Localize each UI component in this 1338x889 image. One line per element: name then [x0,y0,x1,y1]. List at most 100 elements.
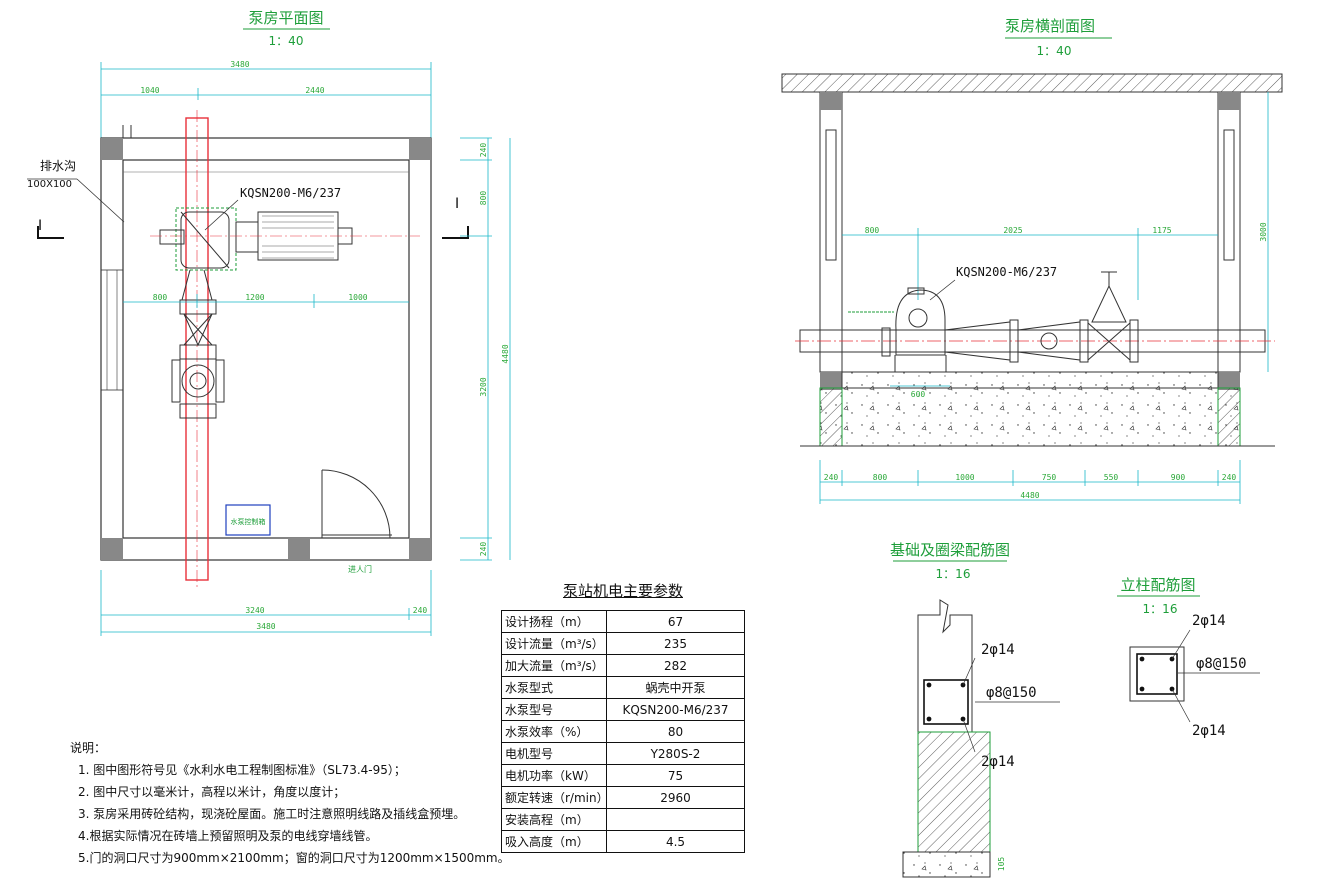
roof-slab [781,73,1283,93]
plan-dim-right-total: 4480 [501,344,510,363]
column-rebar-bot: 2φ14 [1192,723,1226,739]
section-scale: 1：40 [1037,44,1072,58]
param-value [606,808,745,831]
param-key: 水泵效率（%） [501,720,607,743]
section-bottom-dimensions [819,460,1241,504]
param-key: 安装高程（m） [501,808,607,831]
param-value: 235 [606,632,745,655]
plan-title: 泵房平面图 [248,9,323,27]
plan-dim-mid-800: 800 [153,293,168,302]
param-key: 设计流量（m³/s） [501,632,607,655]
param-key: 设计扬程（m） [501,610,607,633]
plan-door [321,469,392,539]
beam-scale: 1：16 [936,567,971,581]
section-dim-1175: 1175 [1152,226,1171,235]
plan-dim-right-3200: 3200 [479,377,488,396]
plan-dim-right-240-bot: 240 [479,542,488,557]
beam-stirrup: φ8@150 [986,685,1037,701]
note-item: 2. 图中尺寸以毫米计，高程以米计，角度以度计； [78,785,346,799]
note-item: 5.门的洞口尺寸为900mm×2100mm；窗的洞口尺寸为1200mm×1500… [78,851,510,865]
plan-valve-assembly [171,269,225,419]
section-dim-b-total: 4480 [1020,491,1039,500]
param-value: Y280S-2 [606,742,745,765]
section-mark-right: I [455,196,459,212]
plan-right-dimensions [460,137,492,561]
drain-label: 排水沟 [40,159,76,173]
plan-dim-bottom-total: 3480 [256,622,275,631]
param-value: 2960 [606,786,745,809]
beam-detail: 基础及圈梁配筋图 1：16 2φ14 φ8@150 2φ14 105 [890,541,1060,878]
param-key: 吸入高度（m） [501,830,607,853]
param-value: KQSN200-M6/237 [606,698,745,721]
plan-dim-right-800: 800 [479,191,488,206]
plan-window [100,269,124,391]
plan-dim-top-right: 2440 [305,86,324,95]
param-key: 水泵型式 [501,676,607,699]
section-dim-b-750: 750 [1042,473,1057,482]
section-beam-left [820,92,842,110]
plan-walls [100,137,432,561]
section-view: 泵房横剖面图 1：40 800 2025 1175 3000 [781,17,1283,504]
plan-dim-top-total: 3480 [230,60,249,69]
params-table: 设计扬程（m）67 设计流量（m³/s）235 加大流量（m³/s）282 水泵… [501,610,745,853]
note-item: 4.根据实际情况在砖墙上预留照明及泵的电线穿墙线管。 [78,829,378,843]
plan-dim-bottom-left: 3240 [245,606,264,615]
section-dim-b-550: 550 [1104,473,1119,482]
table-row: 水泵型式蜗壳中开泵 [501,676,745,699]
note-item: 3. 泵房采用砖砼结构，现浇砼屋面。施工时注意照明线路及插线盒预埋。 [78,807,466,821]
plan-corner-columns [101,138,431,560]
table-row: 额定转速（r/min）2960 [501,786,745,809]
section-beam-right [1218,92,1240,110]
control-box [225,504,271,536]
section-dim-b-240a: 240 [824,473,839,482]
column-rebar-top: 2φ14 [1192,613,1226,629]
section-dim-600: 600 [911,390,926,399]
param-value: 4.5 [606,830,745,853]
param-key: 水泵型号 [501,698,607,721]
column-title: 立柱配筋图 [1120,576,1195,594]
param-value: 282 [606,654,745,677]
drain-size: 100X100 [27,179,72,190]
plan-dim-top-left: 1040 [140,86,159,95]
control-box-label: 水泵控制箱 [231,517,266,526]
column-scale: 1：16 [1143,602,1178,616]
plan-dim-bottom-right: 240 [413,606,428,615]
section-dim-2025: 2025 [1003,226,1022,235]
table-row: 吸入高度（m）4.5 [501,830,745,853]
plan-dim-right-240-top: 240 [479,143,488,158]
notes-heading: 说明： [70,741,107,755]
plan-scale: 1：40 [269,34,304,48]
beam-wall-section [917,731,991,853]
note-item: 1. 图中图形符号见《水利水电工程制图标准》（SL73.4-95）； [78,763,406,777]
column-detail: 立柱配筋图 1：16 2φ14 φ8@150 2φ14 [1117,576,1260,739]
section-foundation [819,387,1241,447]
plan-pump [159,207,353,271]
section-title: 泵房横剖面图 [1005,17,1095,35]
param-key: 电机型号 [501,742,607,765]
beam-dim-105: 105 [997,857,1006,872]
beam-rebar-bot: 2φ14 [981,754,1015,770]
table-row: 加大流量（m³/s）282 [501,654,745,677]
param-value: 蜗壳中开泵 [606,676,745,699]
param-key: 电机功率（kW） [501,764,607,787]
section-dim-b-240b: 240 [1222,473,1237,482]
table-row: 水泵效率（%）80 [501,720,745,743]
param-value: 75 [606,764,745,787]
door-label: 进人门 [348,564,372,574]
beam-rebar-top: 2φ14 [981,642,1015,658]
beam-title: 基础及圈梁配筋图 [890,541,1010,559]
column-stirrup: φ8@150 [1196,656,1247,672]
table-row: 电机功率（kW）75 [501,764,745,787]
table-row: 设计扬程（m）67 [501,610,745,633]
plan-dim-mid-1200: 1200 [245,293,264,302]
table-row: 安装高程（m） [501,808,745,831]
plan-dim-mid-1000: 1000 [348,293,367,302]
params-title: 泵站机电主要参数 [562,582,683,600]
param-key: 额定转速（r/min） [501,786,609,809]
section-dim-b-800: 800 [873,473,888,482]
section-dim-b-1000: 1000 [955,473,974,482]
param-value: 67 [606,610,745,633]
section-mark-left: I [38,218,42,234]
